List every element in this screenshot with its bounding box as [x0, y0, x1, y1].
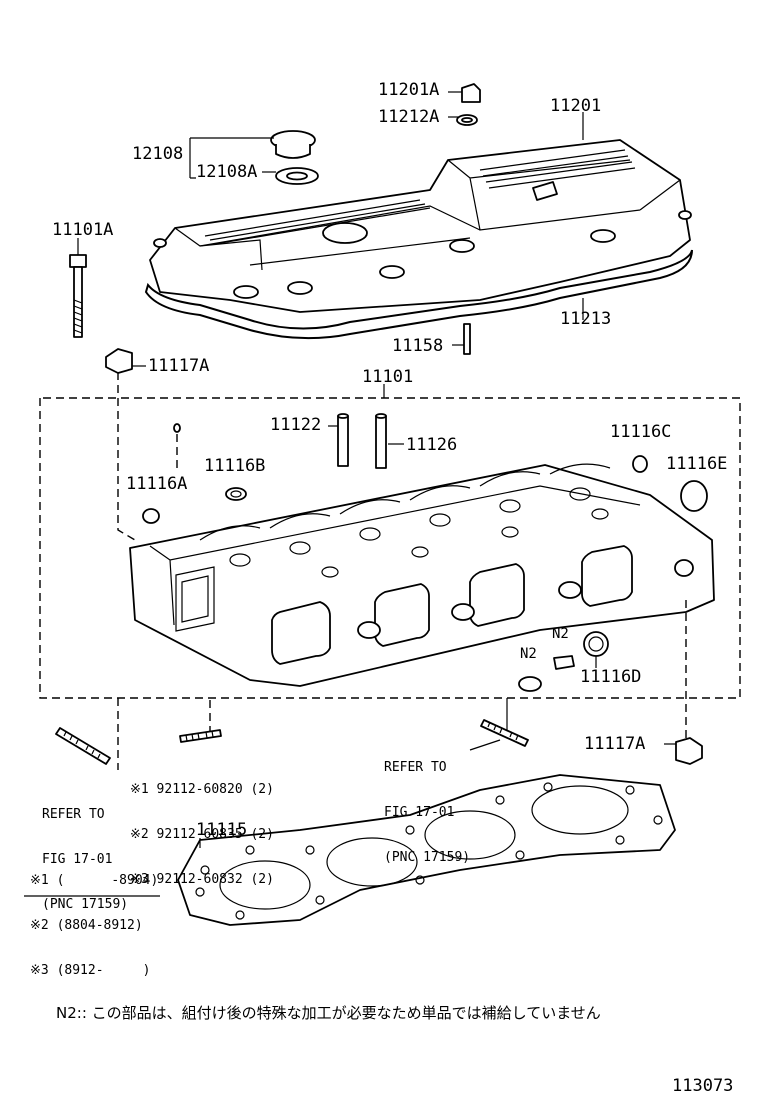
- part-label-11116B: 11116B: [204, 456, 266, 476]
- refer-line: REFER TO: [384, 759, 447, 775]
- valve-guide-icon: [337, 413, 387, 469]
- part-label-11116E: 11116E: [666, 454, 728, 474]
- part-label-11201A: 11201A: [378, 80, 440, 100]
- part-label-11116C: 11116C: [610, 422, 672, 442]
- footnote-mark: ※2: [30, 917, 49, 933]
- footnote-mark: ※1: [30, 872, 49, 888]
- cylinder-head-icon: [129, 463, 715, 687]
- expansion-plug-icon: [632, 455, 648, 473]
- cover-gasket-icon: [144, 249, 693, 340]
- n2-label: N2: [552, 626, 569, 642]
- part-label-11101: 11101: [362, 367, 414, 387]
- part-label-11213: 11213: [560, 309, 612, 329]
- part-label-11101A: 11101A: [52, 220, 114, 240]
- dowel-icon: [173, 423, 181, 433]
- n2-note: N2:: この部品は、組付け後の特殊な加工が必要なため単品では補給していません: [56, 1004, 601, 1022]
- footnote-range: ( -8904): [56, 872, 159, 888]
- oil-filler-cap-icon: [270, 83, 481, 185]
- refer-line: FIG 17-01: [42, 851, 113, 867]
- seal-ring-icon: [518, 676, 542, 692]
- stud-icon: [179, 729, 222, 743]
- plug-icon: [675, 737, 703, 765]
- plug-icon: [105, 348, 133, 374]
- stud-icon: [55, 727, 111, 765]
- cylinder-head-cover-icon: [149, 139, 692, 313]
- stud-line: ※3 92112-60832 (2): [130, 871, 274, 887]
- footnote-list: ※1 ( -8904) ※2 (8804-8912) ※3 (8912- ): [30, 844, 158, 993]
- part-label-11212A: 11212A: [378, 107, 440, 127]
- part-label-11116A: 11116A: [126, 474, 188, 494]
- seal-ring-icon: [583, 631, 609, 657]
- expansion-plug-icon: [680, 480, 708, 512]
- refer-line: (PNC 17159): [42, 896, 129, 912]
- head-gasket-icon: [177, 774, 676, 926]
- stud-line: ※2 92112-60835 (2): [130, 826, 274, 842]
- diagram-number: 113073: [672, 1076, 734, 1096]
- footnote-range: (8804-8912): [56, 917, 143, 933]
- expansion-plug-icon: [225, 487, 247, 501]
- footnote-range: (8912- ): [56, 962, 151, 978]
- n2-label: N2: [520, 646, 537, 662]
- part-label-11122: 11122: [270, 415, 322, 435]
- seal-ring-icon: [553, 655, 575, 670]
- head-bolt-icon: [69, 254, 87, 338]
- part-label-12108A: 12108A: [196, 162, 258, 182]
- footnote-mark: ※3: [30, 962, 49, 978]
- part-label-11116D: 11116D: [580, 667, 642, 687]
- part-label-11126: 11126: [406, 435, 458, 455]
- stud-icon: [480, 719, 529, 747]
- part-label-11201: 11201: [550, 96, 602, 116]
- part-label-11117A-bottom: 11117A: [584, 734, 646, 754]
- refer-line: (PNC 17159): [384, 849, 471, 865]
- stud-part-list: ※1 92112-60820 (2) ※2 92112-60835 (2) ※3…: [130, 753, 274, 902]
- part-label-11117A-top: 11117A: [148, 356, 210, 376]
- part-label-12108: 12108: [132, 144, 184, 164]
- refer-note-right: REFER TO FIG 17-01 (PNC 17159): [384, 731, 470, 880]
- stud-icon: [463, 323, 471, 355]
- refer-line: REFER TO: [42, 806, 105, 822]
- expansion-plug-icon: [142, 508, 160, 524]
- stud-line: ※1 92112-60820 (2): [130, 781, 274, 797]
- refer-line: FIG 17-01: [384, 804, 455, 820]
- part-label-11158: 11158: [392, 336, 444, 356]
- part-label-11115: 11115: [196, 820, 248, 840]
- refer-note-left: REFER TO FIG 17-01 (PNC 17159): [42, 778, 128, 927]
